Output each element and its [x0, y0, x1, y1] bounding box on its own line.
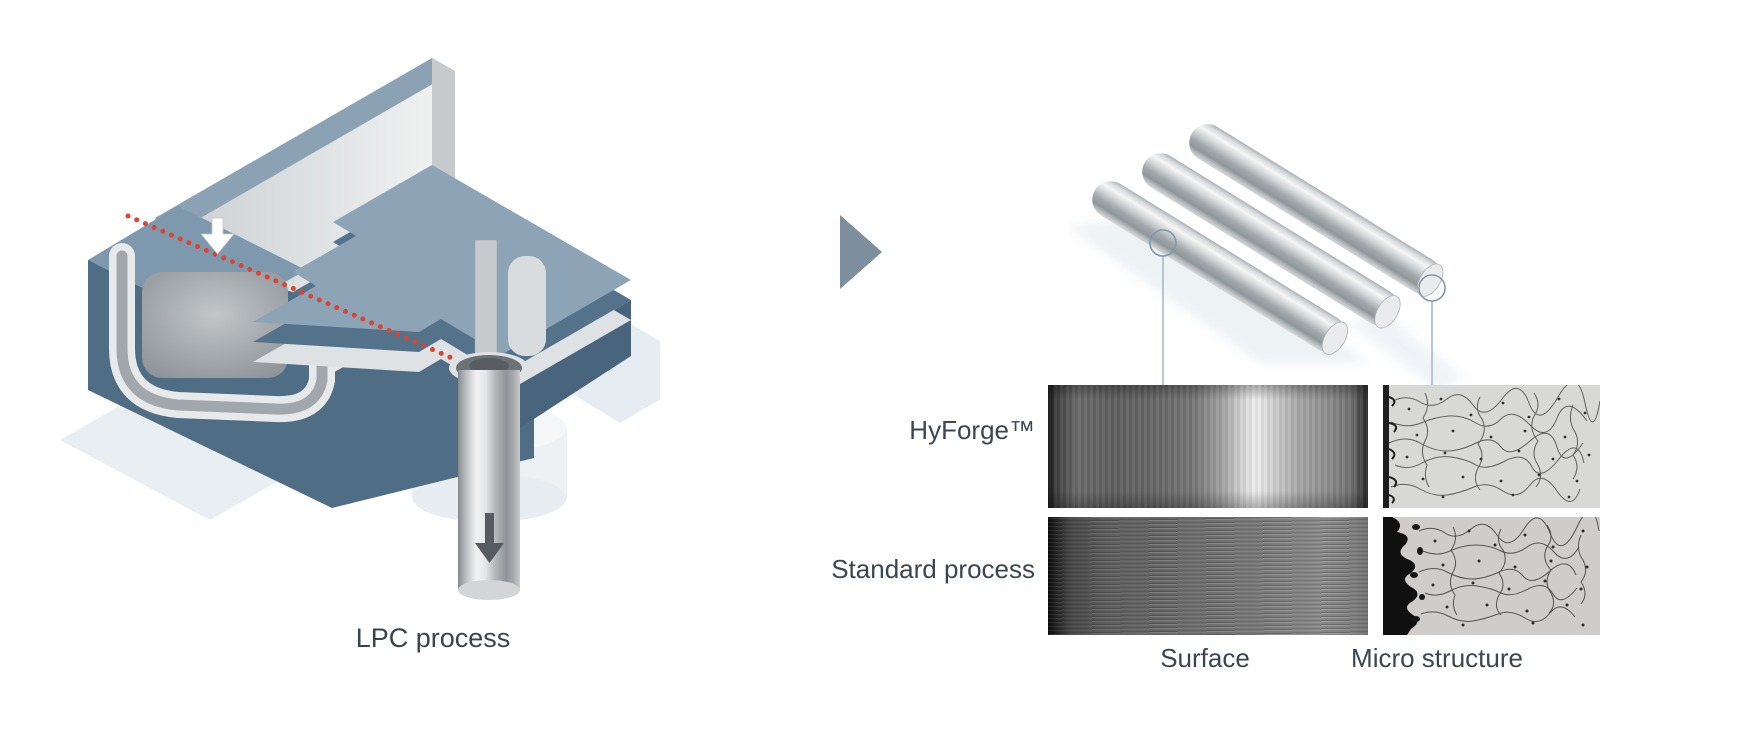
- forged-bar: [1189, 124, 1444, 297]
- forged-bar: [1142, 153, 1401, 329]
- column-label-micro-structure: Micro structure: [1351, 643, 1523, 673]
- column-label-surface: Surface: [1160, 643, 1250, 673]
- row-label-standard-process: Standard process: [831, 554, 1035, 584]
- row-label-hyforge: HyForge™: [909, 415, 1035, 445]
- forged-bar: [1092, 181, 1349, 355]
- upper-die: [253, 165, 631, 428]
- surface-callout-circle-icon: [1149, 229, 1177, 257]
- piston-arrow-icon: [475, 513, 504, 563]
- forged-bars-illustration: [1068, 124, 1464, 391]
- lpc-caption: LPC process: [355, 623, 511, 653]
- piston-guide: [508, 256, 546, 356]
- lpc-die-illustration: [60, 58, 660, 600]
- standard-surface-photo: [1048, 517, 1368, 635]
- hyforge-microstructure-photo: [1383, 385, 1600, 508]
- piston: [449, 239, 529, 600]
- standard-microstructure-photo: [1383, 517, 1600, 635]
- flow-arrow-icon: [840, 215, 882, 289]
- mold-inlet-arrow-icon: [200, 217, 235, 255]
- parting-line-dotted: [125, 213, 473, 369]
- cross-section-callout-circle-icon: [1418, 274, 1446, 302]
- hyforge-surface-photo: [1048, 385, 1368, 508]
